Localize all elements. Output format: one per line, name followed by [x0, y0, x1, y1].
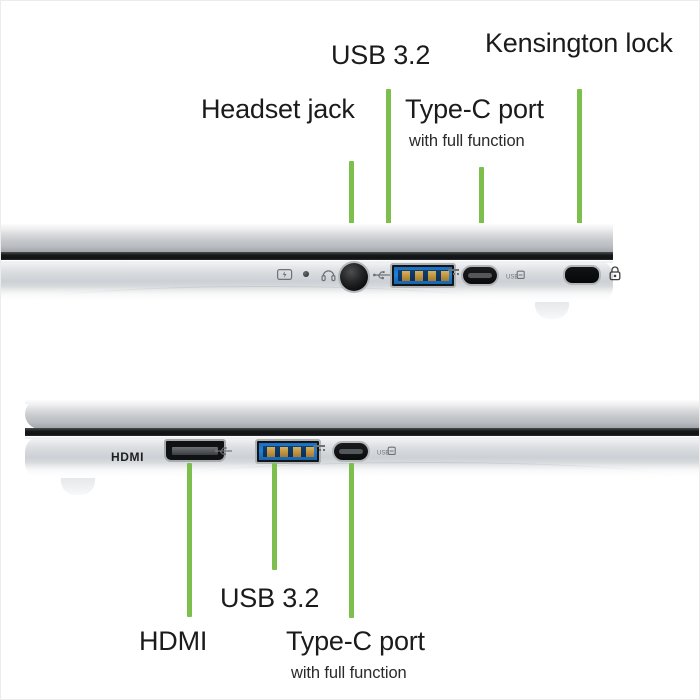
headset-jack-port[interactable] [340, 263, 368, 291]
leader-line-headset-jack [349, 161, 354, 276]
hdmi-silkscreen-text: HDMI [111, 450, 145, 464]
usb-c-port-top[interactable] [463, 267, 497, 284]
leader-line-usb-32-bottom [272, 463, 277, 570]
callout-label-kensington-lock: Kensington lock [485, 28, 673, 58]
dc-in-icon-bottom [314, 445, 325, 451]
usb-c-icon-bottom: USB [377, 445, 396, 457]
lid-highlight-bottom [25, 399, 699, 404]
leader-line-kensington-lock [577, 89, 582, 275]
laptop-lid-bottom [25, 399, 699, 429]
callout-sublabel-type-c-bottom: with full function [291, 664, 407, 682]
callout-label-type-c-bottom: Type-C port [286, 626, 425, 656]
usb-a-pin [415, 271, 423, 281]
dc-in-icon-top [448, 269, 459, 275]
kensington-lock-slot[interactable] [565, 267, 599, 283]
usb-a-port-bottom[interactable] [255, 439, 321, 464]
laptop-bottom-device [25, 399, 699, 495]
svg-text:USB: USB [377, 451, 389, 457]
usb-c-tongue-top [468, 273, 492, 278]
usb-icon-top [373, 270, 391, 280]
usb-a-tongue-top [398, 270, 448, 281]
lid-highlight-top [1, 223, 613, 228]
dc-in-dots [314, 449, 325, 451]
leader-line-type-c-bottom [349, 463, 354, 618]
usb-a-port-top[interactable] [390, 263, 456, 288]
base-shadow-fade-bottom [25, 457, 699, 479]
usb-a-pin [267, 447, 275, 457]
rubber-foot-bottom [61, 478, 95, 495]
usb-a-pin [293, 447, 301, 457]
laptop-lid-top [1, 223, 613, 253]
hinge-seam-top [1, 252, 613, 261]
callout-label-usb-32-bottom: USB 3.2 [220, 583, 320, 613]
hinge-seam-bottom [25, 428, 699, 437]
callout-label-usb-32-top: USB 3.2 [331, 40, 431, 70]
leader-line-type-c-top [479, 167, 484, 275]
base-highlight-top [1, 260, 613, 263]
usb-icon-bottom [215, 446, 233, 456]
usb-a-pin [280, 447, 288, 457]
callout-label-type-c-top: Type-C port [405, 94, 544, 124]
battery-charge-icon [277, 269, 293, 280]
callout-label-hdmi: HDMI [139, 626, 208, 656]
base-shadow-fade-top [1, 281, 613, 303]
headset-icon [321, 267, 336, 282]
usb-a-pin [441, 271, 449, 281]
usb-c-tongue-bottom [339, 449, 363, 454]
laptop-top-device [1, 223, 613, 319]
usb-a-pin [428, 271, 436, 281]
power-led-indicator [303, 271, 309, 277]
callout-label-headset-jack: Headset jack [201, 94, 355, 124]
laptop-base-top [1, 260, 613, 303]
base-highlight-bottom [25, 436, 699, 439]
usb-a-pin [402, 271, 410, 281]
dc-in-bar [448, 269, 459, 271]
usb-a-blue-insert-bottom [259, 443, 317, 460]
dc-in-bar [314, 445, 325, 447]
rubber-foot-top [535, 302, 569, 319]
usb-c-port-bottom[interactable] [334, 443, 368, 460]
usb-c-icon-top: USB [506, 269, 525, 281]
usb-a-tongue-bottom [263, 446, 313, 457]
dc-in-dots [448, 273, 459, 275]
leader-line-usb-32-top [386, 89, 391, 276]
lock-icon [608, 265, 622, 281]
leader-line-hdmi [187, 463, 192, 617]
callout-sublabel-type-c-top: with full function [409, 132, 525, 150]
svg-text:USB: USB [506, 275, 518, 281]
hdmi-tongue [172, 447, 218, 455]
usb-a-pin [306, 447, 314, 457]
usb-a-blue-insert-top [394, 267, 452, 284]
